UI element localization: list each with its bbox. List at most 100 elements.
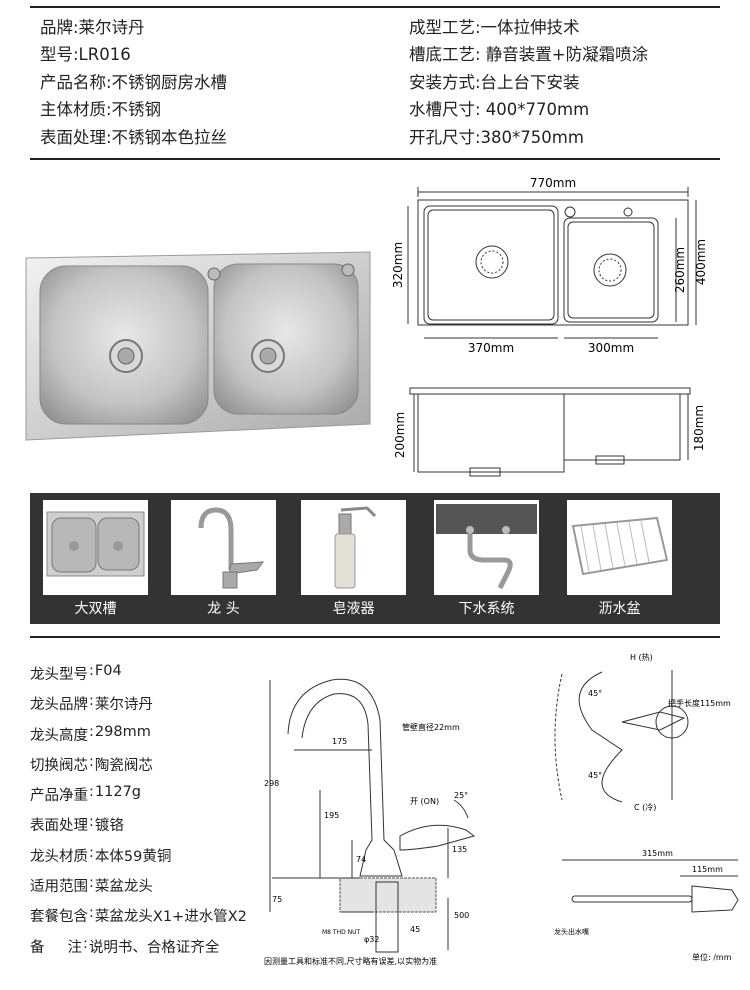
faucet-spec-value: 298mm	[94, 723, 151, 740]
dim-500: 500	[454, 911, 469, 920]
angle-25-label: 25°	[454, 791, 468, 800]
spec-right: 槽底工艺: 静音装置+防凝霜喷涂	[409, 45, 649, 65]
angle-45-top: 45°	[588, 689, 602, 698]
spec-right: 成型工艺:一体拉伸技术	[409, 17, 580, 37]
spec-left: 品牌:莱尔诗丹	[40, 17, 145, 37]
faucet-spec-key: 表面处理	[30, 818, 88, 835]
cold-label: C (冷)	[634, 802, 656, 812]
spec-row: 型号:LR016 槽底工艺: 静音装置+防凝霜喷涂	[40, 40, 720, 68]
dim-135: 135	[452, 845, 467, 854]
faucet-technical-drawing: 175 298 195 135 74 75 500 45 φ32 管壁直径22m…	[264, 652, 739, 966]
spec-right: 安装方式:台上台下安装	[409, 72, 580, 92]
faucet-spec-row: 龙头型号:F04	[30, 663, 280, 693]
faucet-spec-value: 菜盆龙头	[94, 879, 153, 896]
pipe-diameter-label: 管壁直径22mm	[402, 722, 460, 732]
spec-left: 型号:LR016	[40, 45, 131, 65]
thread-nut-label: M8 THD NUT	[322, 929, 360, 936]
faucet-spec-row: 适用范围:菜盆龙头	[30, 875, 280, 905]
unit-label: 单位: /mm	[692, 952, 732, 962]
dim-195: 195	[324, 811, 339, 820]
faucet-spec-value: 说明书、合格证齐全	[88, 939, 220, 956]
faucet-spec-value: 本体59黄铜	[94, 848, 172, 865]
dim-115: 115mm	[692, 865, 723, 874]
faucet-spec-row: 备 注:说明书、合格证齐全	[30, 936, 280, 966]
faucet-spec-value: 莱尔诗丹	[94, 697, 153, 714]
faucet-spec-value: 陶瓷阀芯	[94, 757, 153, 774]
dim-45: 45	[410, 925, 420, 934]
dim-left-bowl: 370mm	[468, 341, 514, 355]
dim-total-height: 400mm	[694, 239, 708, 285]
faucet-spec-key: 备 注	[30, 939, 83, 956]
drain-basket-image	[567, 500, 672, 595]
faucet-spec-row: 龙头品牌:莱尔诗丹	[30, 693, 280, 723]
faucet-spec-list: 龙头型号:F04 龙头品牌:莱尔诗丹 龙头高度:298mm 切换阀芯:陶瓷阀芯 …	[30, 663, 280, 966]
faucet-spec-key: 切换阀芯	[30, 757, 88, 774]
drain-system-image	[434, 500, 539, 595]
dim-right-height: 260mm	[673, 247, 687, 293]
faucet-spec-key: 适用范围	[30, 879, 88, 896]
handle-length-label: 把手长度115mm	[668, 698, 731, 708]
faucet-spec-row: 龙头材质:本体59黄铜	[30, 845, 280, 875]
faucet-spec-value: F04	[94, 663, 122, 679]
top-rule	[30, 6, 720, 8]
dim-right-bowl: 300mm	[588, 341, 634, 355]
spec-right: 开孔尺寸:380*750mm	[409, 127, 584, 147]
spec-left: 主体材质:不锈钢	[40, 100, 162, 120]
spec-row: 品牌:莱尔诗丹 成型工艺:一体拉伸技术	[40, 12, 720, 40]
double-sink-image	[43, 500, 148, 595]
hot-label: H (热)	[630, 652, 653, 662]
accessory-double-sink: 大双槽	[43, 500, 148, 624]
faucet-spec-value: 镀铬	[94, 818, 124, 835]
dim-298: 298	[264, 779, 279, 788]
spec-table: 品牌:莱尔诗丹 成型工艺:一体拉伸技术 型号:LR016 槽底工艺: 静音装置+防凝…	[40, 12, 720, 150]
open-label: 开 (ON)	[410, 797, 439, 806]
accessory-drain-basket: 沥水盆	[567, 500, 672, 624]
faucet-spec-key: 龙头品牌	[30, 697, 88, 714]
faucet-spec-row: 切换阀芯:陶瓷阀芯	[30, 754, 280, 784]
faucet-section-rule	[30, 636, 720, 638]
accessory-strip: 大双槽 龙 头 皂液器 下水系统	[30, 493, 720, 624]
faucet-spec-value: 菜盆龙头X1+进水管X2	[94, 909, 247, 926]
accessory-label: 皂液器	[332, 601, 375, 617]
faucet-image	[171, 500, 276, 595]
spec-row: 表面处理:不锈钢本色拉丝 开孔尺寸:380*750mm	[40, 122, 720, 150]
spec-left: 产品名称:不锈钢厨房水槽	[40, 72, 228, 92]
faucet-spec-row: 产品净重:1127g	[30, 784, 280, 814]
sink-photo	[25, 251, 371, 441]
dim-total-width: 770mm	[530, 176, 576, 190]
faucet-spec-row: 表面处理:镀铬	[30, 814, 280, 844]
dim-bowl-height: 320mm	[391, 242, 405, 288]
dim-75: 75	[272, 895, 282, 904]
faucet-spec-key: 产品净重	[30, 788, 88, 805]
accessory-label: 沥水盆	[598, 601, 641, 617]
spec-left: 表面处理:不锈钢本色拉丝	[40, 127, 228, 147]
dim-depth-left: 200mm	[393, 412, 407, 458]
accessory-label: 龙 头	[207, 601, 240, 617]
accessory-drain-system: 下水系统	[434, 500, 539, 624]
dim-315: 315mm	[642, 849, 673, 858]
accessory-label: 下水系统	[458, 601, 515, 617]
dim-depth-right: 180mm	[692, 405, 706, 451]
measurement-note: 因测量工具和标准不同,尺寸略有误差,以实物为准	[264, 956, 437, 966]
angle-45-bottom: 45°	[588, 771, 602, 780]
spec-row: 主体材质:不锈钢 水槽尺寸: 400*770mm	[40, 95, 720, 123]
dim-32: φ32	[364, 935, 379, 944]
faucet-spec-row: 套餐包含:菜盆龙头X1+进水管X2	[30, 905, 280, 935]
faucet-spec-key: 龙头高度	[30, 727, 88, 744]
faucet-spec-value: 1127g	[94, 784, 141, 801]
faucet-spec-key: 龙头材质	[30, 848, 88, 865]
accessory-label: 大双槽	[74, 601, 117, 617]
accessory-faucet: 龙 头	[171, 500, 276, 624]
faucet-spec-row: 龙头高度:298mm	[30, 724, 280, 754]
accessory-soap-dispenser: 皂液器	[301, 500, 406, 624]
dim-74: 74	[356, 855, 366, 864]
spout-label: 龙头出水嘴	[554, 927, 589, 936]
spec-row: 产品名称:不锈钢厨房水槽 安装方式:台上台下安装	[40, 67, 720, 95]
faucet-spec-key: 龙头型号	[30, 667, 88, 683]
spec-right: 水槽尺寸: 400*770mm	[409, 100, 590, 120]
spec-bottom-rule	[30, 158, 720, 160]
sink-top-dimension-drawing: 770mm 370mm 300mm 320mm 260mm 400mm	[391, 176, 708, 355]
sink-side-dimension-drawing: 200mm 180mm	[393, 387, 706, 477]
dim-175: 175	[332, 737, 347, 746]
faucet-spec-key: 套餐包含	[30, 909, 88, 926]
